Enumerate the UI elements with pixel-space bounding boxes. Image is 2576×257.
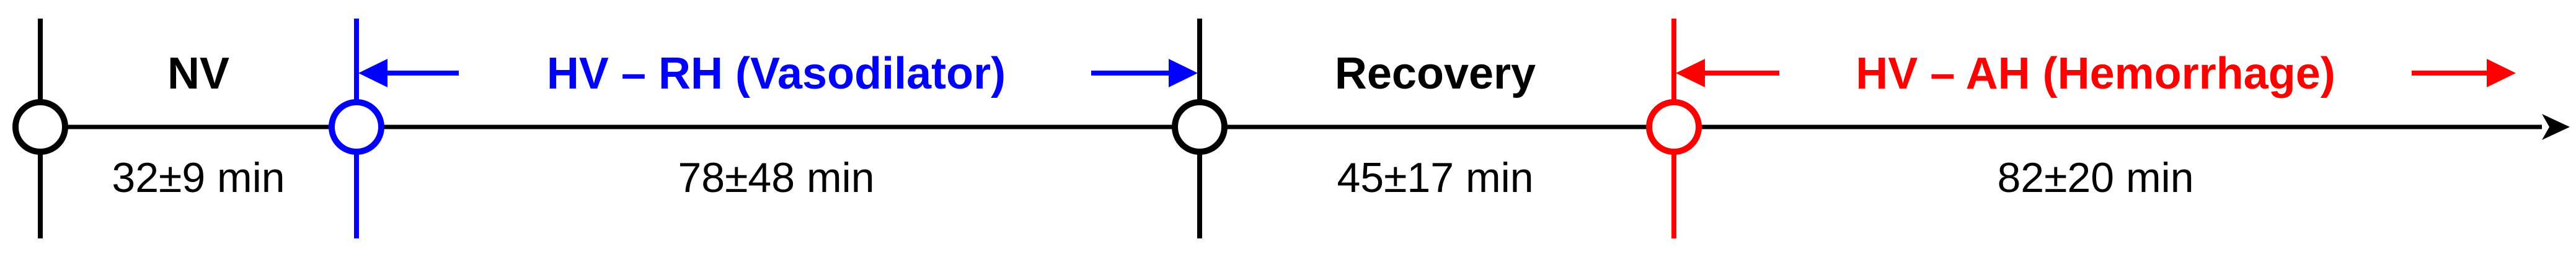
rh-arrow-left-head [358, 59, 387, 87]
duration-label-ah: 82±20 min [1997, 154, 2193, 201]
phase-label-ah: HV – AH (Hemorrhage) [1856, 49, 2335, 98]
timeline-axis-arrowhead [2542, 114, 2570, 140]
ah-arrow-right-head [2487, 59, 2516, 87]
duration-label-recovery: 45±17 min [1337, 154, 1533, 201]
duration-label-nv: 32±9 min [112, 154, 285, 201]
timepoint-marker-rh-start [329, 99, 384, 155]
timepoint-marker-recovery-start [1172, 99, 1228, 155]
phase-label-nv: NV [167, 49, 229, 98]
phase-label-rh: HV – RH (Vasodilator) [547, 49, 1006, 98]
duration-label-rh: 78±48 min [678, 154, 874, 201]
ah-arrow-left-head [1676, 59, 1705, 87]
rh-arrow-right-head [1169, 59, 1198, 87]
phase-label-recovery: Recovery [1335, 49, 1536, 98]
timepoint-marker-start [12, 99, 68, 155]
timepoint-marker-ah-start [1646, 99, 1702, 155]
